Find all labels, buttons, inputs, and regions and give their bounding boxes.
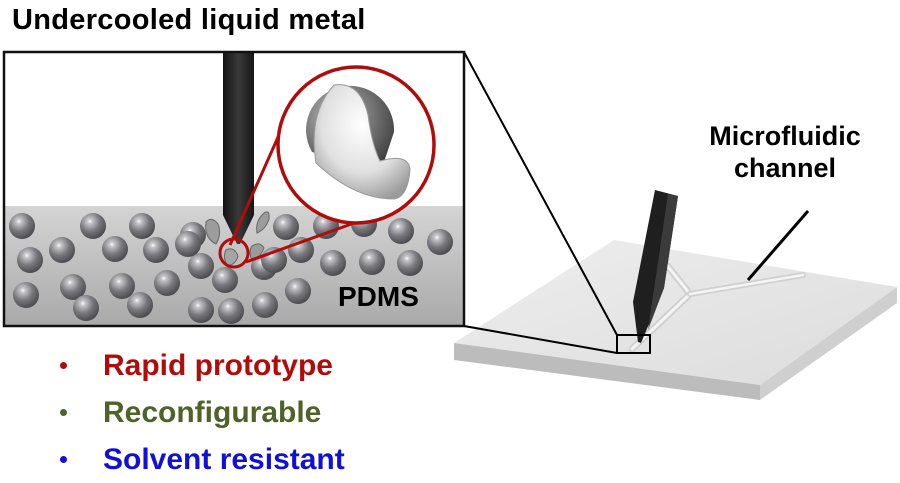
liquid-metal-particle xyxy=(273,214,299,240)
liquid-metal-particle xyxy=(80,213,106,239)
liquid-metal-particle xyxy=(175,231,201,257)
microfluidic-channel xyxy=(628,260,806,353)
microfluidic-channel-label: Microfluidic channel xyxy=(680,120,890,184)
liquid-metal-particle xyxy=(320,250,346,276)
ruptured-shell-fragment xyxy=(256,211,270,234)
feature-list: Rapid prototype Reconfigurable Solvent r… xyxy=(50,342,345,483)
liquid-metal-particle xyxy=(427,229,453,255)
liquid-metal-particle xyxy=(212,267,238,293)
liquid-metal-particle xyxy=(102,236,128,262)
feature-item-reconfigurable: Reconfigurable xyxy=(50,389,345,436)
inset-panel xyxy=(2,50,466,328)
liquid-metal-particles xyxy=(9,211,453,324)
channel-pointer-line xyxy=(746,210,810,281)
microfluidic-label-line2: channel xyxy=(733,153,837,183)
magnifier-connector-lower xyxy=(245,216,369,264)
substrate-front-side xyxy=(454,343,760,400)
liquid-metal-particle xyxy=(73,295,99,321)
liquid-metal-particle xyxy=(154,270,180,296)
feature-text: Reconfigurable xyxy=(103,395,322,429)
liquid-metal-particle xyxy=(285,278,311,304)
feature-item-rapid-prototype: Rapid prototype xyxy=(50,342,345,389)
magnifier-connector-upper xyxy=(228,125,285,246)
liquid-metal-particle xyxy=(129,213,155,239)
liquid-metal-particle xyxy=(397,250,423,276)
probe-3d-highlight xyxy=(648,194,678,330)
projection-line-top xyxy=(463,51,618,336)
liquid-metal-particle xyxy=(218,298,244,324)
diagram-title: Undercooled liquid metal xyxy=(12,4,366,36)
ruptured-shell-fragment xyxy=(223,248,239,267)
bullet-icon xyxy=(60,362,67,369)
feature-item-solvent-resistant: Solvent resistant xyxy=(50,436,345,483)
liquid-metal-particle xyxy=(17,247,43,273)
microfluidic-label-line1: Microfluidic xyxy=(709,121,861,151)
bullet-icon xyxy=(60,456,67,463)
liquid-metal-particle xyxy=(252,292,278,318)
liquid-metal-particle xyxy=(188,253,214,279)
liquid-metal-particle xyxy=(13,282,39,308)
projection-line-bottom xyxy=(463,325,618,354)
liquid-metal-particle xyxy=(60,274,86,300)
zoom-region-box xyxy=(616,334,651,354)
liquid-metal-particle xyxy=(359,249,385,275)
ruptured-particle-illustration xyxy=(306,84,411,200)
liquid-metal-particle xyxy=(109,273,135,299)
liquid-metal-particle xyxy=(127,292,153,318)
liquid-metal-particle xyxy=(188,297,214,323)
liquid-metal-particle xyxy=(388,218,414,244)
ruptured-shell-fragment xyxy=(205,218,221,245)
substrate-right-side xyxy=(760,287,897,400)
magnifier-small-ring xyxy=(218,237,250,269)
probe-needle xyxy=(223,52,254,244)
feature-text: Solvent resistant xyxy=(103,442,345,476)
liquid-metal-particle xyxy=(143,237,169,263)
pdms-label: PDMS xyxy=(338,281,419,312)
bullet-icon xyxy=(60,409,67,416)
feature-text: Rapid prototype xyxy=(103,348,333,382)
substrate xyxy=(454,240,897,400)
liquid-metal-particle xyxy=(9,213,35,239)
liquid-metal-particle xyxy=(49,237,75,263)
